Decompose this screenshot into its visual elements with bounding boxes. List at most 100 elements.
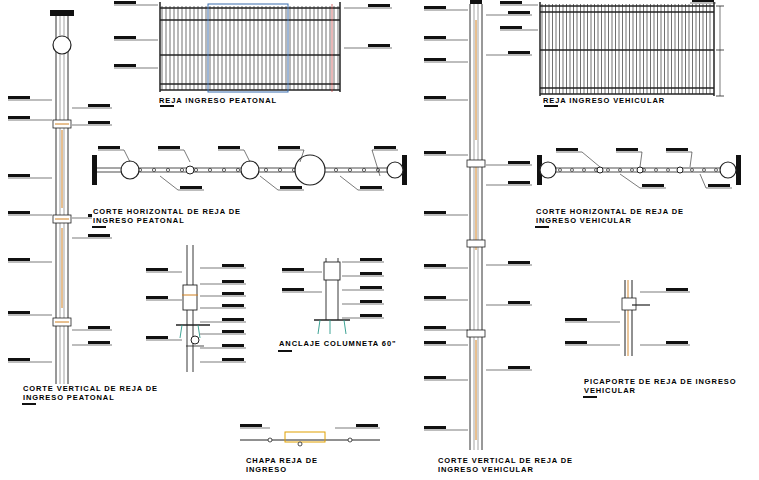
drawing-line [605, 4, 606, 94]
drawing-line [194, 6, 195, 90]
drawing-line [358, 190, 384, 191]
drawing-line [184, 150, 190, 162]
pipe-section [264, 168, 267, 171]
drawing-line [478, 4, 479, 450]
drawing-line [647, 4, 648, 94]
drawing-line [190, 6, 191, 90]
drawing-line [72, 238, 112, 239]
drawing-line [700, 174, 706, 188]
drawing-rect [146, 268, 168, 271]
pipe-section [186, 166, 194, 174]
drawing-line [266, 6, 267, 90]
drawing-rect [424, 341, 446, 344]
drawing-line [278, 150, 304, 151]
drawing-line [675, 4, 676, 94]
pipe-section [387, 162, 403, 178]
drawing-line [424, 345, 468, 346]
pipe-section [631, 169, 634, 172]
drawing-line [703, 4, 704, 94]
drawing-rect [8, 258, 30, 261]
drawing-rect [508, 161, 530, 164]
drawing-rect [222, 344, 244, 347]
drawing-line [200, 296, 246, 297]
drawing-rect [92, 155, 97, 185]
drawing-rect [356, 424, 378, 427]
drawing-rect [280, 186, 302, 189]
drawing-line [344, 320, 346, 334]
drawing-line [98, 150, 124, 151]
drawing-rect [360, 186, 382, 189]
drawing-line [689, 4, 690, 94]
drawing-line [342, 276, 384, 277]
pipe-section [241, 161, 259, 179]
drawing-line [200, 334, 246, 335]
drawing-line [274, 6, 275, 90]
drawing-line [278, 190, 304, 191]
drawing-rect [146, 296, 168, 299]
drawing-line [282, 292, 322, 293]
drawing-line [8, 120, 52, 121]
drawing-rect [222, 358, 244, 361]
drawing-rect [360, 272, 382, 275]
drawing-rect [180, 186, 202, 189]
drawing-line [540, 87, 714, 88]
drawing-rect [508, 261, 530, 264]
drawing-line [210, 6, 211, 90]
drawing-rect [508, 181, 530, 184]
drawing-line [8, 262, 52, 263]
drawing-line [556, 4, 557, 94]
drawing-rect [424, 296, 446, 299]
drawing-line [424, 62, 468, 63]
drawing-line [622, 4, 623, 94]
drawing-line [160, 89, 340, 90]
pipe-section [278, 168, 281, 171]
drawing-line [64, 16, 65, 392]
drawing-rect [88, 341, 110, 344]
drawing-line [8, 215, 52, 216]
drawing-rect [692, 0, 714, 2]
drawing-line [230, 6, 231, 90]
drawing-line [636, 4, 637, 94]
drawing-line [556, 152, 582, 153]
drawing-line [260, 176, 278, 190]
drawing-line [690, 152, 692, 167]
drawing-rect [424, 376, 446, 379]
pipe-section [121, 161, 139, 179]
drawing-line [318, 6, 319, 90]
drawing-rect [222, 304, 244, 307]
drawing-line [8, 315, 52, 316]
drawing-line [124, 150, 130, 162]
drawing-rect [8, 174, 30, 177]
drawing-line [160, 54, 340, 55]
drawing-line [214, 6, 215, 90]
drawing-line [198, 6, 199, 90]
drawing-rect [424, 151, 446, 154]
drawing-line [474, 4, 475, 450]
drawing-line [549, 4, 550, 94]
drawing-line [202, 6, 203, 90]
drawing-line [314, 6, 315, 90]
drawing-rect [208, 4, 288, 92]
drawing-line [332, 4, 333, 92]
drawing-line [242, 6, 243, 90]
drawing-line [114, 68, 158, 69]
drawing-line [146, 300, 182, 301]
drawing-line [159, 2, 161, 92]
drawing-line [424, 330, 468, 331]
drawing-line [559, 4, 560, 94]
drawing-rect [8, 96, 30, 99]
drawing-line [657, 4, 658, 94]
pipe-section [720, 162, 736, 178]
pipe-section [334, 168, 337, 171]
drawing-rect [160, 105, 174, 107]
drawing-line [62, 130, 63, 208]
drawing-line [206, 6, 207, 90]
drawing-line [200, 322, 246, 323]
drawing-rect [622, 298, 636, 310]
drawing-line [198, 325, 200, 338]
drawing-line [696, 4, 697, 94]
drawing-line [330, 320, 331, 334]
drawing-line [158, 150, 184, 151]
drawing-rect [368, 44, 390, 47]
drawing-line [640, 188, 666, 189]
